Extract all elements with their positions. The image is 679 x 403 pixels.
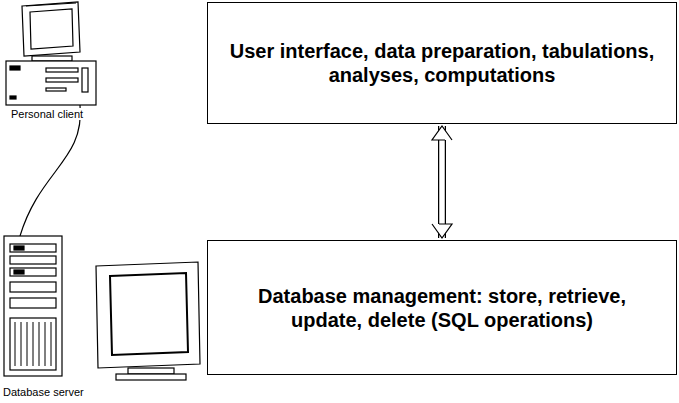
box-text: User interface, data preparation, tabula… [222,39,662,87]
process-box: User interface, data preparation, tabula… [207,2,677,124]
client-monitor [22,2,80,56]
box-text: Database management: store, retrieve, up… [222,284,662,332]
arrow-head [432,224,452,238]
arrow-outline [438,126,446,238]
arrow-head [432,126,452,140]
client-case [6,61,96,105]
device-label: Database server [2,386,85,398]
double-arrow [432,126,452,238]
device-label: Personal client [10,108,84,120]
server-monitor [96,262,200,368]
server-tower [4,236,62,376]
arrow-core [439,126,445,238]
process-box: Database management: store, retrieve, up… [207,240,677,375]
network-cable [20,105,80,236]
arrow-heads [442,126,443,238]
